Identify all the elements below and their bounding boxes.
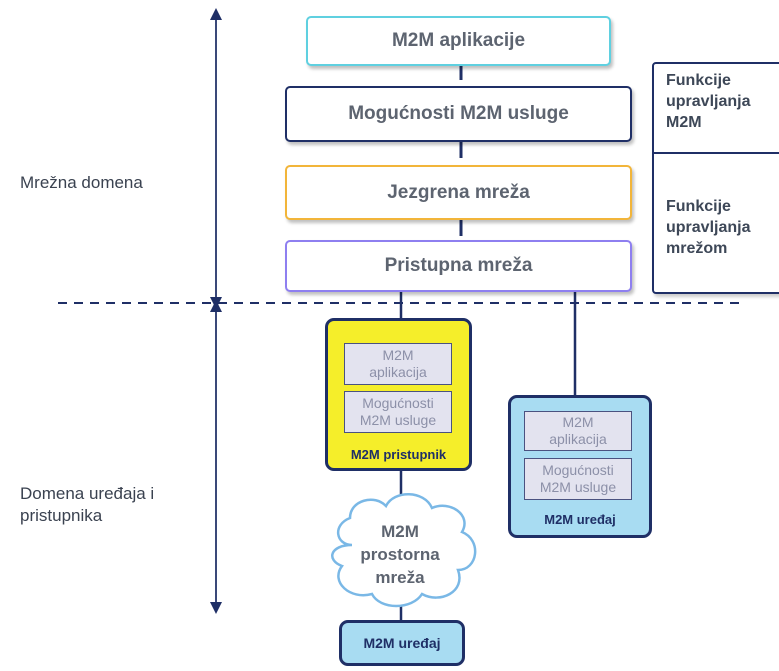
device-gateway-domain-line2: pristupnika [20, 506, 103, 525]
core-network-layer: Jezgrena mreža [285, 165, 632, 220]
m2m-applications-layer: M2M aplikacije [306, 16, 611, 66]
core-network-label: Jezgrena mreža [387, 181, 530, 203]
device-gateway-domain-line1: Domena uređaja i [20, 484, 155, 503]
device-gateway-domain-label: Domena uređaja i pristupnika [20, 483, 154, 527]
gateway-label: M2M pristupnik [350, 447, 447, 462]
area-network-cloud [331, 493, 477, 608]
service-capabilities-label: Mogućnosti M2M usluge [348, 103, 569, 124]
area-network-label: M2M prostorna mreža [360, 522, 440, 587]
device-label: M2M uređaj [544, 512, 616, 527]
network-domain-label: Mrežna domena [20, 173, 143, 192]
service-capabilities-layer: Mogućnosti M2M usluge [285, 86, 632, 142]
m2m-management-functions: Funkcije upravljanja M2M [666, 72, 751, 131]
bottom-m2m-device: M2M uređaj [339, 620, 465, 666]
access-network-label: Pristupna mreža [384, 255, 533, 276]
bottom-device-label: M2M uređaj [363, 635, 441, 651]
m2m-applications-label: M2M aplikacije [391, 30, 526, 51]
access-network-layer: Pristupna mreža [285, 240, 632, 292]
management-functions-box: Funkcije upravljanja M2M Funkcije upravl… [652, 62, 779, 294]
network-management-functions: Funkcije upravljanja mrežom [666, 198, 751, 257]
management-divider [654, 152, 779, 154]
